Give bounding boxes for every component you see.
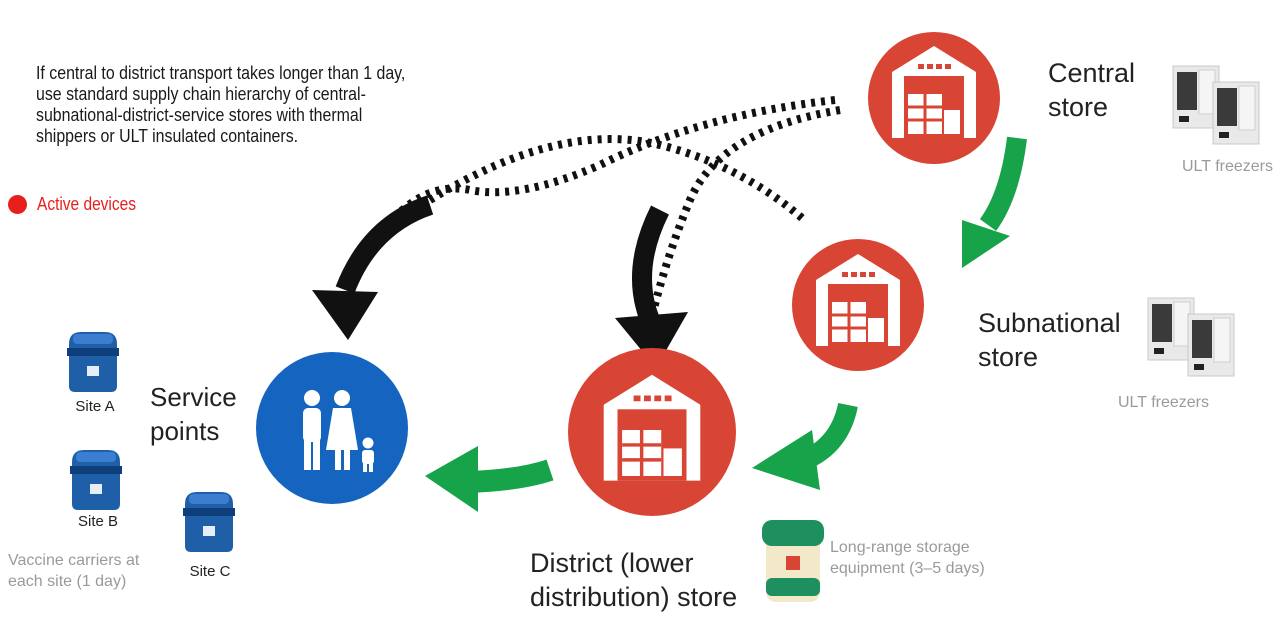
subnational-store-node: [792, 239, 924, 371]
district-store-label-line1: District (lower: [530, 548, 694, 578]
dotted-path-central-to-service: [376, 96, 836, 238]
district-store-label-line2: distribution) store: [530, 582, 738, 612]
long-range-storage-label-line2: equipment (3–5 days): [830, 560, 985, 577]
service-points-label-line2: points: [150, 416, 220, 446]
black-arrow-to-district: [615, 205, 688, 368]
vaccine-carrier-site-a-icon: [67, 332, 119, 392]
family-icon: [303, 390, 374, 472]
ult-freezer-subnational-icon: [1147, 297, 1235, 377]
long-range-storage-label-line1: Long-range storage: [830, 539, 970, 556]
district-store-label: District (lower distribution) store: [530, 546, 737, 614]
vaccine-carrier-site-b-icon: [70, 450, 122, 510]
vaccine-carriers-note: Vaccine carriers at each site (1 day): [8, 550, 139, 592]
district-store-node: [568, 348, 736, 516]
vaccine-carrier-site-c-icon: [183, 492, 235, 552]
central-store-label-line2: store: [1048, 92, 1109, 122]
central-store-label-line1: Central: [1048, 58, 1136, 88]
service-points-node: [256, 352, 408, 504]
ult-freezer-central-icon: [1172, 65, 1260, 145]
subnational-store-label: Subnational store: [978, 306, 1121, 374]
subnational-store-label-line1: Subnational: [978, 308, 1121, 338]
central-store-node: [868, 32, 1000, 164]
site-c-label: Site C: [189, 563, 231, 580]
black-arrow-to-service-points: [312, 195, 434, 340]
long-range-storage-label: Long-range storage equipment (3–5 days): [830, 537, 985, 579]
green-arrow-central-to-subnational: [962, 136, 1027, 268]
dotted-path-central-to-district: [646, 106, 841, 326]
intro-text: If central to district transport takes l…: [36, 62, 406, 146]
green-arrow-district-to-service: [425, 446, 554, 512]
legend: Active devices: [8, 194, 152, 215]
legend-label: Active devices: [37, 194, 136, 214]
dotted-path-subnational-to-service: [427, 135, 805, 222]
vaccine-carriers-note-line1: Vaccine carriers at: [8, 552, 140, 569]
ult-freezers-central-label: ULT freezers: [1182, 158, 1273, 175]
subnational-store-label-line2: store: [978, 342, 1039, 372]
ult-freezers-subnational-label: ULT freezers: [1118, 394, 1209, 411]
central-store-label: Central store: [1048, 56, 1135, 124]
site-a-label: Site A: [75, 398, 115, 415]
vaccine-carriers-note-line2: each site (1 day): [8, 573, 127, 590]
site-b-label: Site B: [77, 513, 119, 530]
service-points-label: Service points: [150, 380, 237, 448]
service-points-label-line1: Service: [150, 382, 237, 412]
legend-dot-icon: [8, 195, 27, 214]
green-arrow-subnational-to-district: [752, 402, 858, 490]
long-range-storage-icon: [762, 520, 824, 602]
